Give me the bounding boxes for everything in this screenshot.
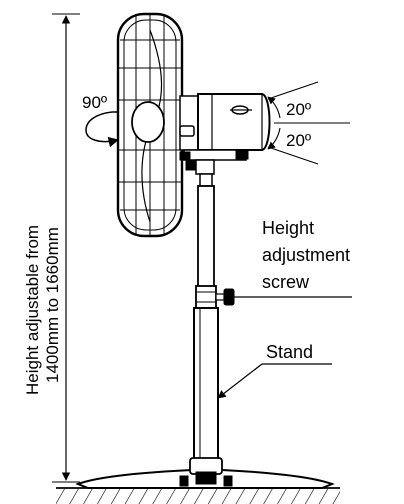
height-adjustment-screw: Height adjustment screw bbox=[215, 218, 352, 306]
motor-housing bbox=[179, 93, 271, 151]
stand-label: Stand bbox=[266, 342, 313, 362]
tilt-up-label: 20º bbox=[286, 100, 311, 119]
stand-base bbox=[75, 457, 335, 489]
height-label: Height adjustable from 1400mm to 1660mm bbox=[23, 225, 62, 395]
tilt-bracket bbox=[179, 149, 249, 175]
rotation-label: 90º bbox=[82, 93, 107, 112]
height-label-line2: 1400mm to 1660mm bbox=[43, 227, 62, 383]
screw-label-line3: screw bbox=[262, 272, 310, 292]
stand-pole bbox=[193, 173, 219, 461]
screw-label-line1: Height bbox=[262, 218, 314, 238]
height-dimension bbox=[52, 13, 80, 483]
floor bbox=[56, 487, 340, 504]
screw-label-line2: adjustment bbox=[262, 245, 350, 265]
rotation-indicator: 90º bbox=[82, 93, 120, 148]
fan-guard bbox=[116, 12, 184, 238]
tilt-down-label: 20º bbox=[286, 131, 311, 150]
tilt-indicator: 20º 20º bbox=[267, 81, 350, 165]
height-label-line1: Height adjustable from bbox=[23, 225, 42, 395]
stand-callout: Stand bbox=[217, 342, 332, 399]
